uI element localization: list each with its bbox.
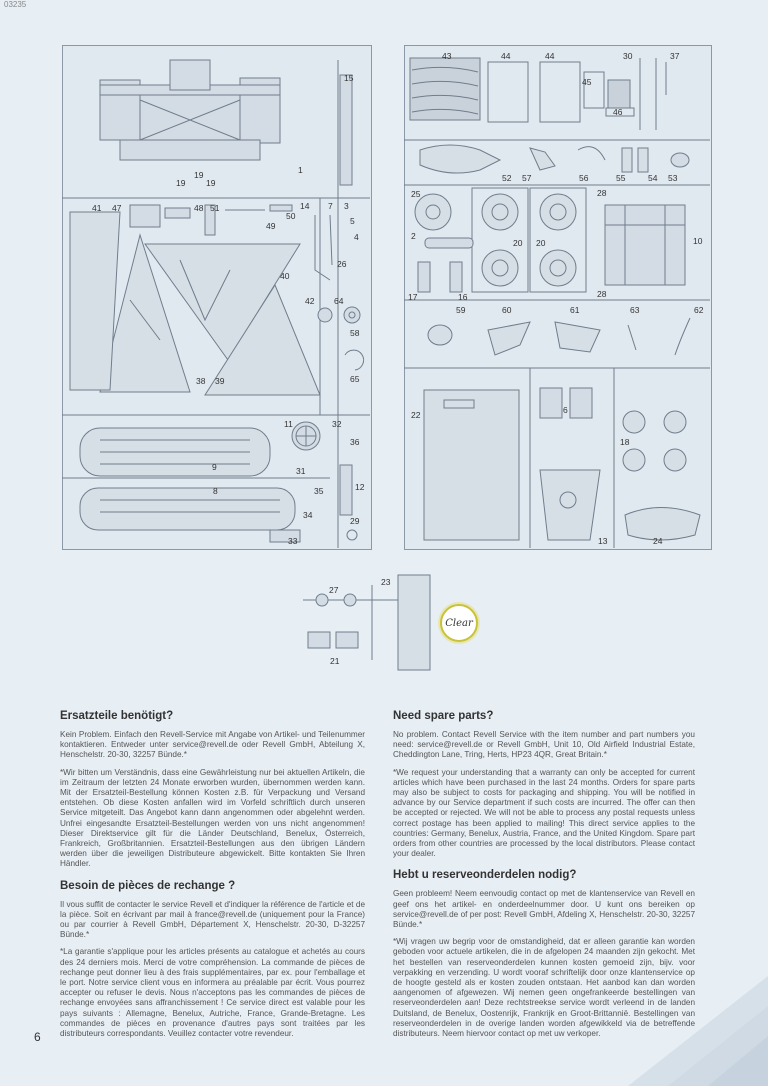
part-number-label: 55 xyxy=(616,173,626,183)
part-number-label: 19 xyxy=(206,178,216,188)
part-number-label: 57 xyxy=(522,173,532,183)
paragraph-de-2: *Wir bitten um Verständnis, dass eine Ge… xyxy=(60,767,365,869)
part-number-label: 20 xyxy=(513,238,523,248)
part-number-label: 19 xyxy=(194,170,204,180)
part-number-label: 50 xyxy=(286,211,296,221)
paragraph-nl-1: Geen probleem! Neem eenvoudig contact op… xyxy=(393,889,695,930)
paragraph-fr-1: Il vous suffit de contacter le service R… xyxy=(60,899,365,940)
part-number-label: 63 xyxy=(630,305,640,315)
paragraph-en-2: *We request your understanding that a wa… xyxy=(393,767,695,859)
page-number: 6 xyxy=(34,1030,41,1044)
part-number-label: 30 xyxy=(623,51,633,61)
chassis-part xyxy=(99,59,281,161)
paragraph-de-1: Kein Problem. Einfach den Revell-Service… xyxy=(60,730,365,760)
heading-de: Ersatzteile benötigt? xyxy=(60,710,174,722)
part-number-label: 31 xyxy=(296,466,306,476)
part-number-label: 5 xyxy=(350,216,355,226)
part-number-label: 61 xyxy=(570,305,580,315)
part-number-label: 48 xyxy=(194,203,204,213)
part-number-label: 16 xyxy=(458,292,468,302)
part-number-label: 62 xyxy=(694,305,704,315)
part-number-label: 53 xyxy=(668,173,678,183)
part-number-label: 33 xyxy=(288,536,298,546)
part-number-label: 65 xyxy=(350,374,360,384)
part-number-label: 1 xyxy=(298,165,303,175)
part-number-label: 40 xyxy=(280,271,290,281)
part-number-label: 18 xyxy=(620,437,630,447)
part-number-label: 7 xyxy=(328,201,333,211)
heading-nl: Hebt u reserveonderdelen nodig? xyxy=(393,869,577,882)
part-number-label: 35 xyxy=(314,486,324,496)
part-number-label: 44 xyxy=(501,51,511,61)
part-number-label: 36 xyxy=(350,437,360,447)
part-number-label: 28 xyxy=(597,289,607,299)
left-text-column: Ersatzteile benötigt? Kein Problem. Einf… xyxy=(60,710,365,1046)
paragraph-en-1: No problem. Contact Revell Service with … xyxy=(393,730,695,760)
heading-fr: Besoin de pièces de rechange ? xyxy=(60,879,236,892)
part-number-label: 10 xyxy=(693,236,703,246)
part-number-label: 13 xyxy=(598,536,608,546)
part-number-label: 25 xyxy=(411,189,421,199)
part-number-label: 3 xyxy=(344,201,349,211)
part-number-label: 58 xyxy=(350,328,360,338)
part-number-label: 12 xyxy=(355,482,365,492)
part-number-label: 51 xyxy=(210,203,220,213)
paragraph-nl-2: *Wij vragen uw begrip voor de omstandigh… xyxy=(393,937,695,1039)
part-number-label: 26 xyxy=(337,259,347,269)
part-number-label: 42 xyxy=(305,296,315,306)
part-number-label: 38 xyxy=(196,376,206,386)
part-number-label: 6 xyxy=(563,405,568,415)
part-number-label: 54 xyxy=(648,173,658,183)
right-text-column: Need spare parts? No problem. Contact Re… xyxy=(393,710,695,1046)
corner-decoration xyxy=(628,976,768,1086)
part-number-label: 17 xyxy=(408,292,418,302)
part-number-label: 22 xyxy=(411,410,421,420)
part-number-label: 47 xyxy=(112,203,122,213)
part-number-label: 60 xyxy=(502,305,512,315)
part-number-label: 23 xyxy=(381,577,391,587)
part-number-label: 56 xyxy=(579,173,589,183)
part-number-label: 9 xyxy=(212,462,217,472)
part-number-label: 29 xyxy=(350,516,360,526)
page-code: 03235 xyxy=(4,0,27,9)
part-number-label: 15 xyxy=(344,73,354,83)
part-number-label: 8 xyxy=(213,486,218,496)
part-number-label: 14 xyxy=(300,201,310,211)
part-number-label: 11 xyxy=(284,419,293,429)
part-number-label: 34 xyxy=(303,510,313,520)
part-number-label: 43 xyxy=(442,51,452,61)
part-number-label: 45 xyxy=(582,77,592,87)
heading-en: Need spare parts? xyxy=(393,710,494,722)
part-number-label: 39 xyxy=(215,376,225,386)
part-number-label: 21 xyxy=(330,656,340,666)
part-number-label: 2 xyxy=(411,231,416,241)
part-number-label: 28 xyxy=(597,188,607,198)
sprue-drawing xyxy=(62,57,710,671)
part-number-label: 19 xyxy=(176,178,186,188)
part-number-label: 20 xyxy=(536,238,546,248)
part-number-label: 64 xyxy=(334,296,344,306)
part-number-label: 59 xyxy=(456,305,466,315)
part-number-label: 32 xyxy=(332,419,342,429)
part-number-label: 27 xyxy=(329,585,339,595)
part-number-label: 44 xyxy=(545,51,555,61)
part-number-label: 46 xyxy=(613,107,623,117)
part-number-label: 4 xyxy=(354,232,359,242)
paragraph-fr-2: *La garantie s'applique pour les article… xyxy=(60,947,365,1039)
part-number-label: 52 xyxy=(502,173,512,183)
part-number-label: 41 xyxy=(92,203,102,213)
part-number-label: 24 xyxy=(653,536,663,546)
part-number-label: 37 xyxy=(670,51,680,61)
part-number-label: 49 xyxy=(266,221,276,231)
clear-parts-badge: Clear xyxy=(440,604,478,642)
